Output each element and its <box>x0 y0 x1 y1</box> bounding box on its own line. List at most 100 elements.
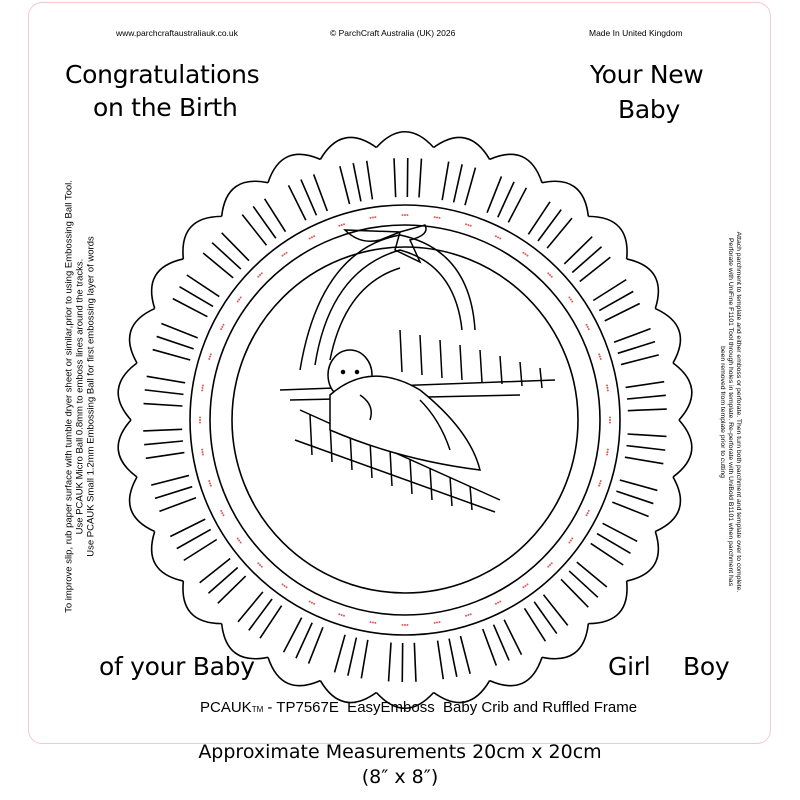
perforation-dot <box>608 421 611 424</box>
ruffle-frame <box>117 131 693 709</box>
website-text: www.parchcraftaustraliauk.co.uk <box>116 28 238 38</box>
ruffle-fold-line <box>624 456 664 465</box>
ruffle-fold-line <box>592 278 627 302</box>
ruffle-fold-line <box>464 167 477 206</box>
perforation-dot <box>599 480 602 483</box>
perforation-dot <box>606 451 609 454</box>
ruffle-fold-line <box>620 354 659 366</box>
perforation-dot <box>260 272 263 275</box>
perforation-dot <box>524 584 527 587</box>
perforation-dot <box>606 448 609 451</box>
ruffle-fold-line <box>365 160 374 200</box>
ruffle-scallop <box>433 680 491 704</box>
ruffle-fold-line <box>237 591 264 623</box>
of-your-baby-text: of your Baby <box>99 652 255 681</box>
ruffle-scallop <box>375 691 435 709</box>
perforation-dot <box>371 216 374 219</box>
perforation-dot <box>550 275 553 278</box>
perforation-dot <box>338 613 341 616</box>
congrats-line1: Congratulations <box>65 60 260 89</box>
perforation-dot <box>436 216 439 219</box>
ruffle-fold-line <box>459 635 471 674</box>
ruffle-fold-line <box>248 598 273 631</box>
boy-text: Boy <box>683 652 730 681</box>
perforation-dot <box>220 328 223 331</box>
ruffle-scallop <box>541 180 590 217</box>
perforation-dot <box>571 300 574 303</box>
ruffle-fold-line <box>146 375 186 384</box>
perforation-dot <box>467 224 470 227</box>
perforation-dot <box>260 565 263 568</box>
perforation-dot <box>550 562 553 565</box>
perforation-dot <box>548 563 551 566</box>
ruffle-fold-line <box>241 214 268 246</box>
ruffle-scallop <box>117 419 138 478</box>
perforation-dot <box>608 416 611 419</box>
perforation-dot <box>587 509 590 512</box>
ruffle-scallop <box>541 623 590 660</box>
ruffle-fold-line <box>172 297 208 318</box>
baby-text: Baby <box>618 95 680 124</box>
perforation-dot <box>201 448 204 451</box>
perforation-dot <box>571 537 574 540</box>
ruffle-fold-line <box>145 451 185 460</box>
ruffle-scallop <box>626 531 660 582</box>
perforation-dot <box>209 484 212 487</box>
ruffle-fold-line <box>626 394 666 400</box>
ruffle-fold-line <box>486 176 503 213</box>
perforation-dot <box>465 223 468 226</box>
ruffle-fold-line <box>211 242 242 270</box>
ruffle-fold-line <box>563 236 593 265</box>
ruffle-fold-line <box>156 335 194 350</box>
ruffle-fold-line <box>492 624 510 661</box>
ruffle-fold-line <box>413 642 417 682</box>
ruffle-scallop <box>672 362 693 421</box>
ruffle-fold-line <box>143 402 183 407</box>
perforation-dot <box>465 614 468 617</box>
perforation-dot <box>401 623 404 626</box>
ruffle-fold-line <box>312 174 329 212</box>
perforation-dot <box>568 296 571 299</box>
perforation-dot <box>222 514 225 517</box>
ruffle-fold-line <box>151 474 190 486</box>
perforation-dot <box>606 453 609 456</box>
ruffle-fold-line <box>179 285 214 308</box>
perforation-dot <box>208 357 211 360</box>
perforation-dot <box>285 251 288 254</box>
perforation-dot <box>436 621 439 624</box>
ruffle-fold-line <box>441 161 450 201</box>
perforation-dot <box>283 253 286 256</box>
ruffle-fold-line <box>202 252 234 279</box>
perforation-dot <box>220 509 223 512</box>
ruffle-fold-line <box>560 578 589 608</box>
ruffle-fold-line <box>300 179 318 216</box>
perforation-dot <box>404 624 406 626</box>
ruffle-fold-line <box>598 290 634 312</box>
perforation-dot <box>236 537 239 540</box>
perforation-dot <box>342 223 345 226</box>
perforation-dot <box>285 586 288 589</box>
ruffle-scallop <box>433 136 491 160</box>
perforation-dot <box>310 236 313 239</box>
perforation-dot <box>308 600 311 603</box>
ruffle-fold-line <box>616 490 654 505</box>
ruffle-fold-line <box>448 638 458 677</box>
ruffle-scallop <box>267 657 321 687</box>
perforation-dot <box>313 602 316 605</box>
ruffle-fold-line <box>625 380 665 389</box>
product-name: - TP7567E EasyEmboss Baby Crib and Ruffl… <box>263 699 638 716</box>
perforation-dot <box>569 539 572 542</box>
ruffle-fold-line <box>287 184 307 221</box>
perforation-dot <box>606 389 609 392</box>
perforation-dot <box>433 216 436 219</box>
perforation-dot <box>586 512 589 515</box>
copyright-text: © ParchCraft Australia (UK) 2026 <box>330 28 456 38</box>
perforation-dot <box>598 355 601 358</box>
ruffle-fold-line <box>199 557 231 584</box>
perforation-dot <box>433 621 436 624</box>
perforation-dot <box>499 600 502 603</box>
perforation-dot <box>201 451 204 454</box>
ruffle-fold-line <box>613 327 651 344</box>
perforation-dot <box>499 237 502 240</box>
ruffle-fold-line <box>481 628 498 666</box>
